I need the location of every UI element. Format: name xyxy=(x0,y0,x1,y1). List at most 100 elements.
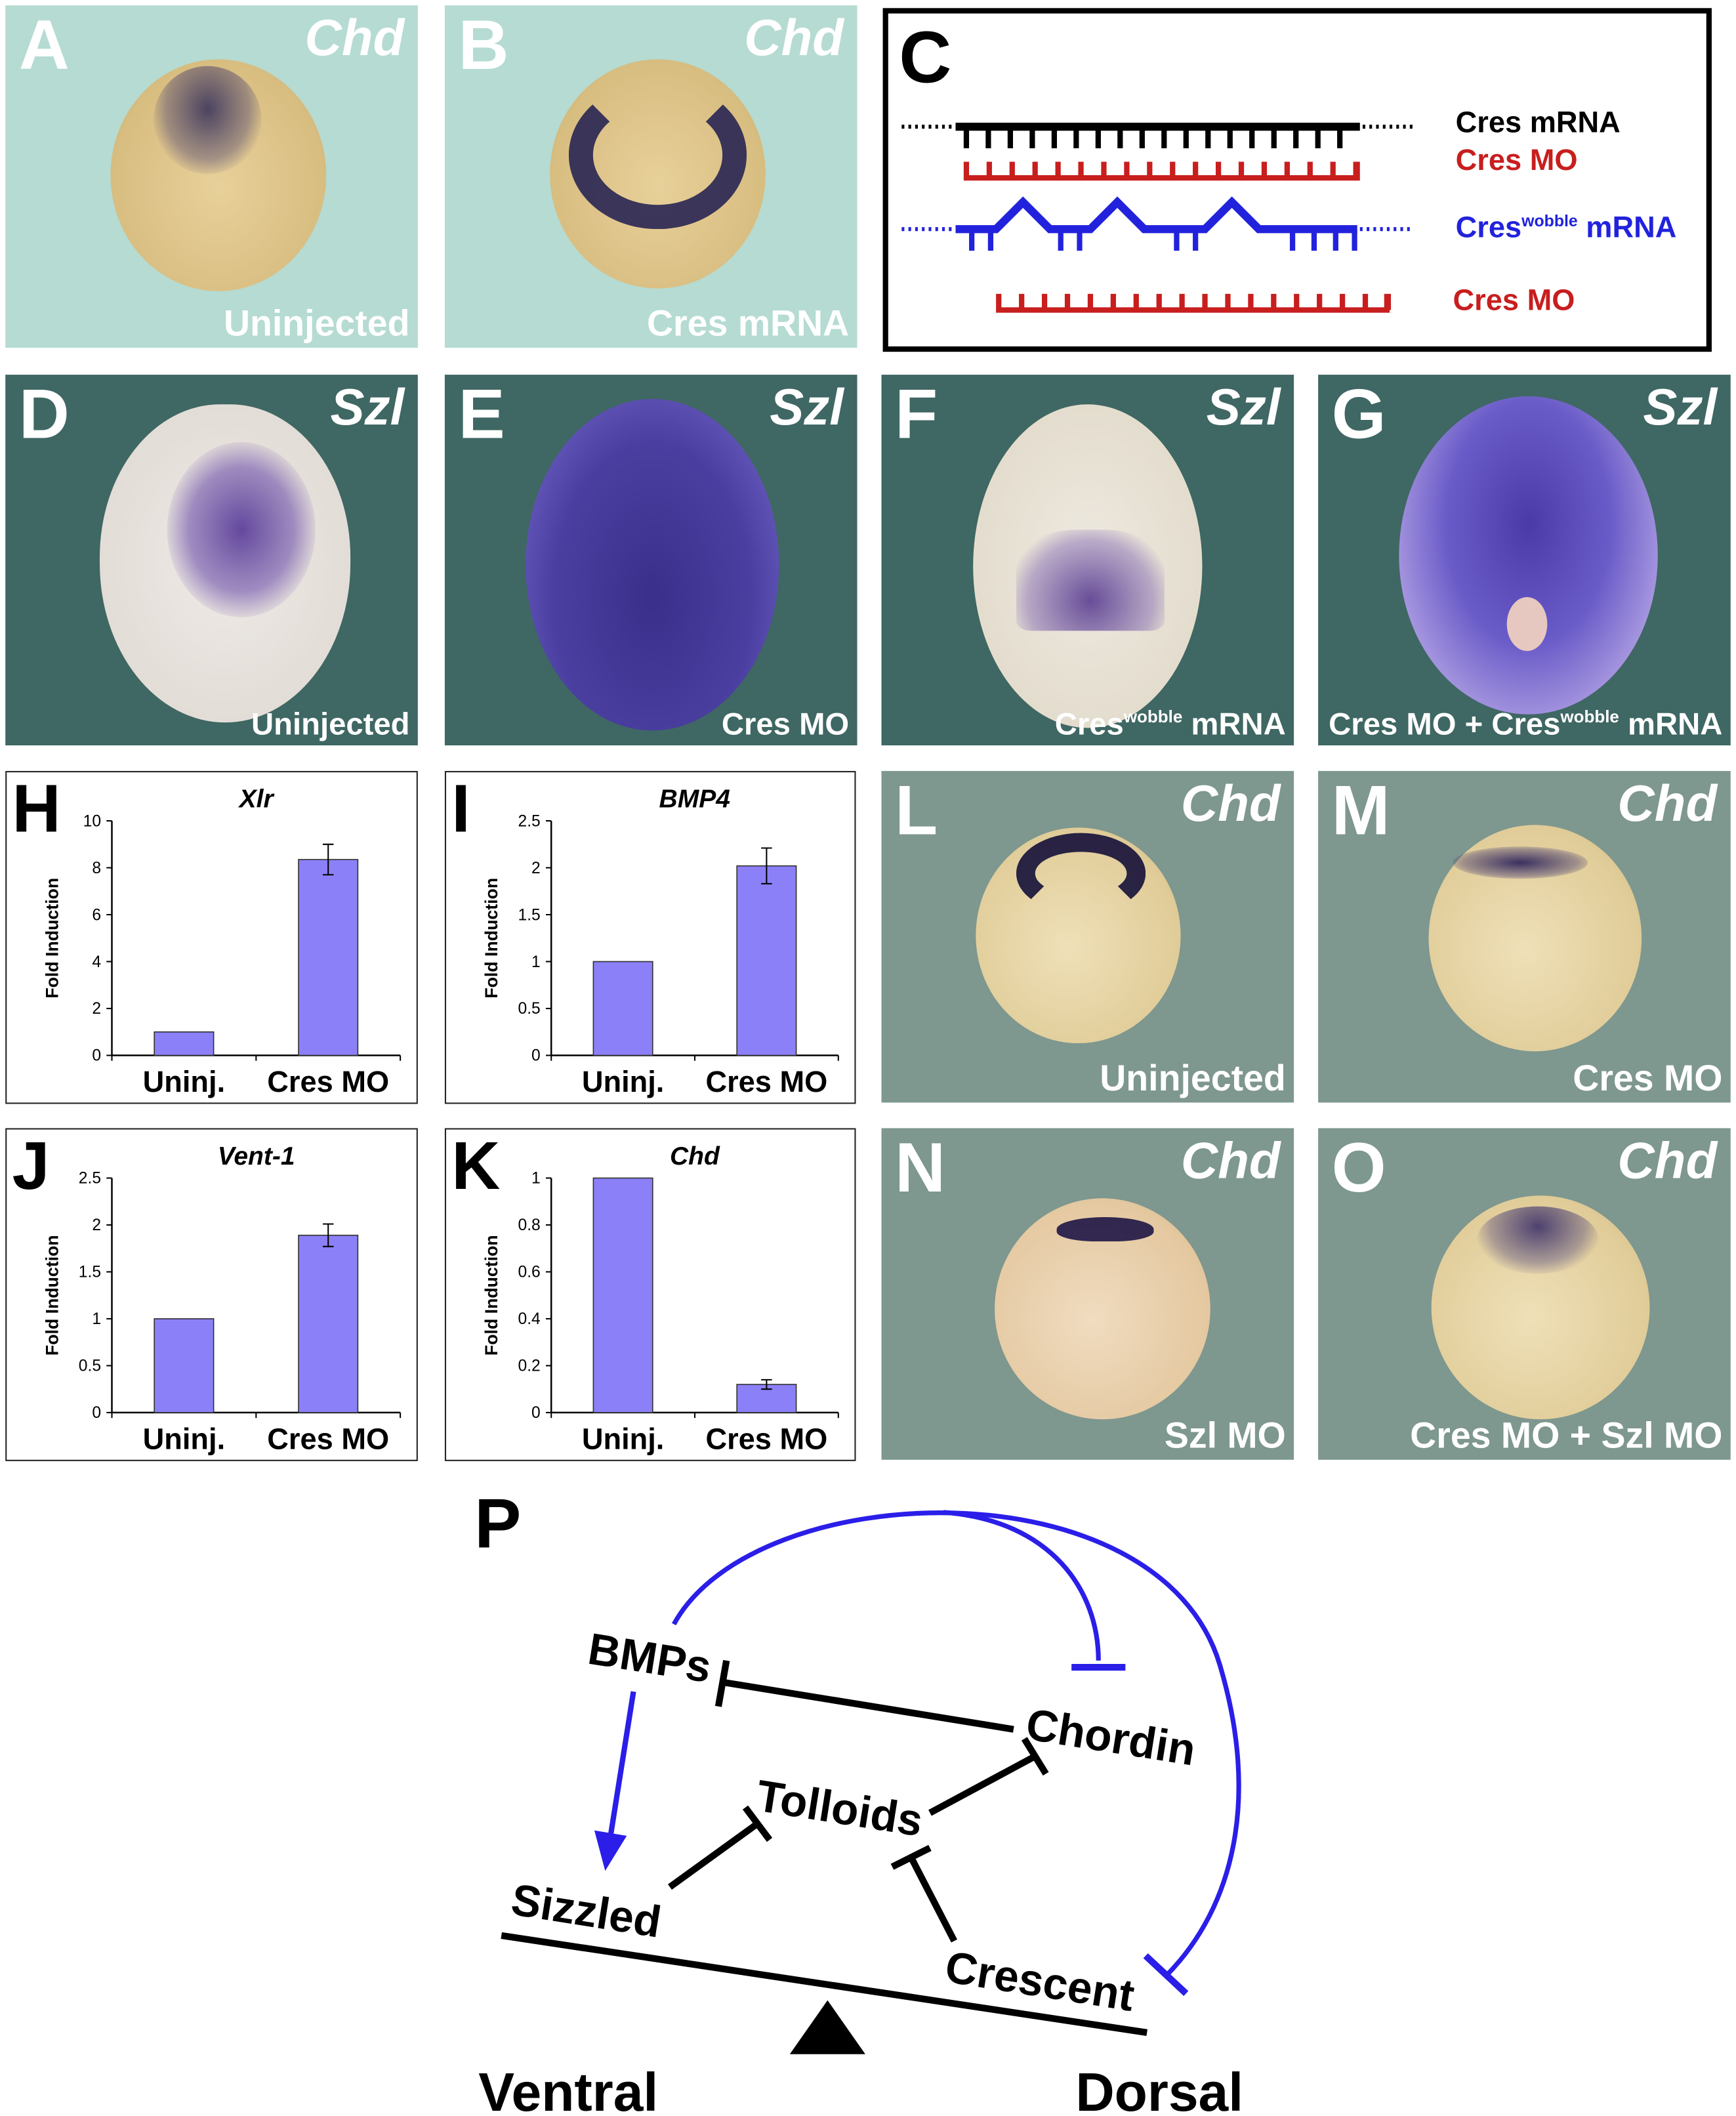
condition-label: Cres MO + Creswobble mRNA xyxy=(1329,709,1722,740)
y-tick-label: 10 xyxy=(83,812,101,830)
gene-label: Szl xyxy=(1206,380,1281,437)
panel-c: C Cres mRNA Cres MO Creswobble mRNA Cres… xyxy=(882,8,1712,352)
ventral-label: Ventral xyxy=(478,2063,658,2116)
morpholino-schematic xyxy=(901,122,1417,313)
chart-title: Vent-1 xyxy=(217,1143,295,1172)
condition-label: Uninjected xyxy=(1100,1058,1286,1099)
bmps-activate-sizzled-arrow xyxy=(608,1691,636,1836)
panel-m: M Chd Cres MO xyxy=(1318,771,1731,1103)
panel-l: L Chd Uninjected xyxy=(881,771,1294,1103)
y-tick-label: 8 xyxy=(92,860,101,877)
panel-letter: H xyxy=(12,771,61,847)
panel-letter: N xyxy=(895,1129,946,1208)
inhibition-bar xyxy=(890,1844,932,1870)
panel-d: D Szl Uninjected xyxy=(5,375,418,746)
y-tick-label: 0 xyxy=(531,1404,541,1422)
y-tick-label: 0.5 xyxy=(518,1000,541,1018)
chart-title: Chd xyxy=(669,1143,720,1172)
panel-letter: L xyxy=(895,772,938,851)
y-tick-label: 0 xyxy=(92,1404,101,1422)
condition-label: Uninjected xyxy=(223,303,410,344)
error-bar xyxy=(323,1223,334,1247)
panel-letter: A xyxy=(18,7,70,85)
y-axis-label: Fold Induction xyxy=(482,1235,501,1356)
y-tick-label: 0 xyxy=(531,1047,541,1065)
gene-label: Chd xyxy=(1180,1133,1281,1190)
x-category-label: Cres MO xyxy=(267,1422,389,1455)
y-tick-label: 0.4 xyxy=(518,1310,541,1328)
y-tick-label: 0.6 xyxy=(518,1264,541,1281)
dorsal-label: Dorsal xyxy=(1075,2063,1243,2116)
crescent-inhibits-bmps-arc xyxy=(671,1510,1241,1977)
condition-label: Cres MO + Szl MO xyxy=(1410,1415,1723,1456)
y-tick-label: 2.5 xyxy=(79,1170,101,1188)
panel-letter: O xyxy=(1331,1129,1386,1208)
y-tick-label: 2 xyxy=(92,1216,101,1234)
panel-letter: J xyxy=(12,1128,50,1204)
panel-letter: B xyxy=(458,7,509,85)
x-category-label: Cres MO xyxy=(267,1065,389,1098)
y-tick-label: 1 xyxy=(92,1310,101,1328)
seesaw-beam xyxy=(501,1932,1147,2036)
x-category-label: Cres MO xyxy=(705,1422,827,1455)
gene-label: Szl xyxy=(770,380,844,437)
panel-letter: D xyxy=(18,376,70,455)
bmps-inhibit-chordin-arc xyxy=(943,1510,1101,1661)
x-category-label: Uninj. xyxy=(582,1422,665,1455)
cres-wobble-mrna-label: Creswobble mRNA xyxy=(1456,210,1677,245)
bar xyxy=(298,859,359,1056)
x-category-label: Uninj. xyxy=(582,1065,665,1098)
bar xyxy=(154,1031,215,1056)
y-axis-label: Fold Induction xyxy=(482,878,501,999)
cres-mo-label-2: Cres MO xyxy=(1453,283,1575,317)
chd-stain xyxy=(1056,1217,1154,1242)
label-superscript: wobble xyxy=(1123,708,1183,727)
bar xyxy=(592,961,653,1056)
label-text: Cres xyxy=(1054,706,1124,741)
y-tick-label: 2 xyxy=(92,1000,101,1018)
gene-label: Chd xyxy=(304,10,405,68)
gene-label: Chd xyxy=(1617,776,1718,833)
y-tick-label: 1.5 xyxy=(518,906,541,924)
label-text: mRNA xyxy=(1619,706,1723,741)
cres-mo-label: Cres MO xyxy=(1455,142,1578,177)
panel-o: O Chd Cres MO + Szl MO xyxy=(1318,1128,1731,1460)
condition-label: Cres MO xyxy=(1573,1058,1723,1099)
gene-label: Chd xyxy=(744,10,844,68)
y-tick-label: 0.8 xyxy=(518,1216,541,1234)
panel-letter: C xyxy=(899,17,952,98)
y-tick-label: 0.2 xyxy=(518,1358,541,1375)
gene-label: Chd xyxy=(1180,776,1281,833)
y-tick-label: 2.5 xyxy=(518,812,541,830)
y-tick-label: 1 xyxy=(531,1170,541,1188)
arrowhead-icon xyxy=(594,1830,627,1871)
panel-n: N Chd Szl MO xyxy=(881,1128,1294,1460)
condition-label: Cres mRNA xyxy=(646,303,850,344)
y-axis-label: Fold Induction xyxy=(42,878,62,999)
inhibition-bar xyxy=(714,1660,730,1707)
error-bar xyxy=(761,1379,772,1390)
panel-a: A Chd Uninjected xyxy=(5,5,418,348)
gene-label: Szl xyxy=(1643,380,1718,437)
chart-title: BMP4 xyxy=(659,785,731,814)
crescent-inhibits-tolloids xyxy=(908,1856,958,1943)
error-bar xyxy=(761,847,772,884)
label-superscript: wobble xyxy=(1560,708,1619,727)
panel-letter: I xyxy=(451,771,470,847)
panel-b: B Chd Cres mRNA xyxy=(444,5,858,348)
gene-label: Szl xyxy=(330,380,405,437)
error-bar xyxy=(323,843,334,876)
label-text: mRNA xyxy=(1577,210,1677,244)
node-bmps: BMPs xyxy=(585,1625,714,1693)
panel-g: G Szl Cres MO + Creswobble mRNA xyxy=(1318,375,1731,746)
panel-letter: M xyxy=(1331,772,1390,851)
chart-title: Xlr xyxy=(239,785,274,814)
gene-label: Chd xyxy=(1617,1133,1718,1190)
panel-letter: P xyxy=(474,1483,521,1562)
panel-e: E Szl Cres MO xyxy=(444,375,858,746)
